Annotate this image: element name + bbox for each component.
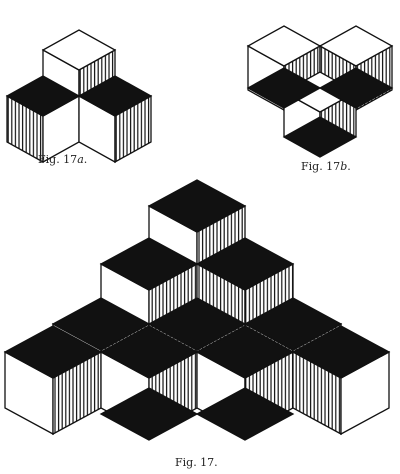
floor-face [282,116,358,158]
cube-top-face [41,29,117,71]
cube-top-face [246,25,322,67]
caption-fig-17b-suffix: . [347,160,351,173]
figure-17 [3,179,391,441]
caption-fig-17a-letter: a [77,153,84,166]
floor-face [195,387,295,441]
cube-top-face [99,237,199,291]
cube-top-face [5,75,81,117]
caption-fig-17b: Fig. 17b. [301,160,351,173]
floor-face [318,67,394,109]
cube-top-face [318,25,394,67]
cube-top-face [3,325,103,379]
caption-fig-17b-prefix: Fig. 17 [301,160,341,173]
floor-face [99,387,199,441]
floor-face [246,67,322,109]
cube-top-face [99,325,199,379]
cube-top-face [195,325,295,379]
cube-top-face [147,179,247,233]
caption-fig-17b-letter: b [340,160,348,173]
cube-top-face [51,297,151,351]
caption-fig-17: Fig. 17. [175,456,218,469]
cube-top-face [195,237,295,291]
figure-17b [246,25,394,158]
cube-top-face [77,75,153,117]
cube-top-face [243,297,343,351]
caption-fig-17a-suffix: . [83,153,88,166]
figure-17a [5,29,153,164]
cube-top-face [291,325,391,379]
cube-top-face [147,297,247,351]
caption-fig-17a: Fig. 17a. [38,153,87,166]
caption-fig-17a-prefix: Fig. 17 [38,153,78,166]
